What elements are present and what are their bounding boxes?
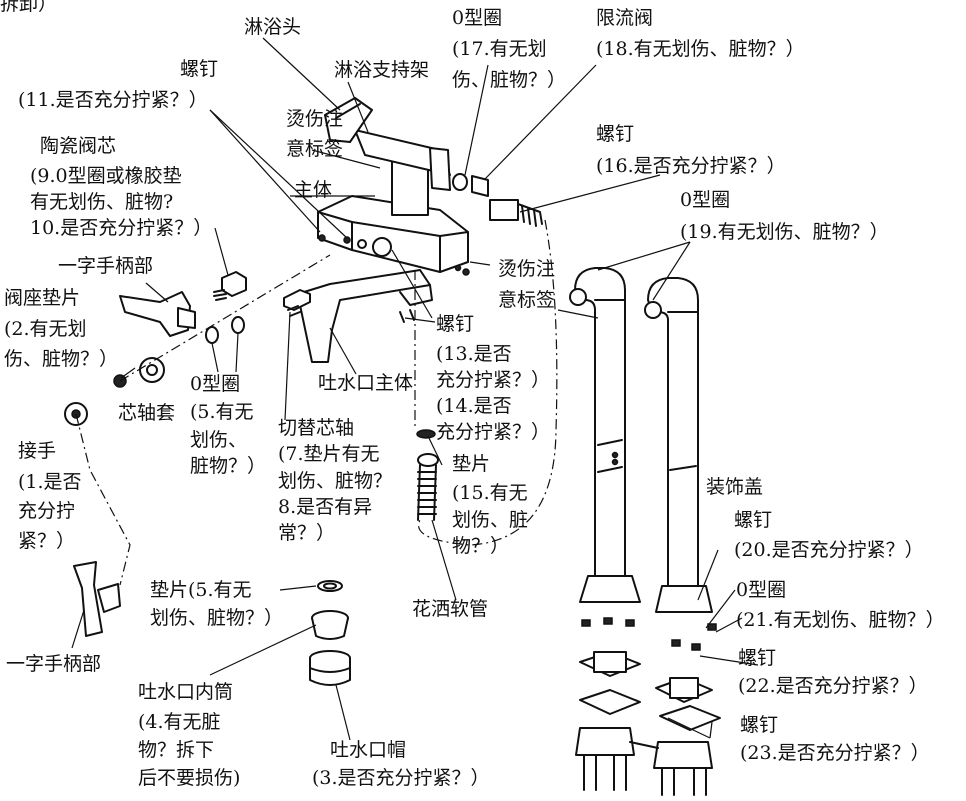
label-screw-c-n2: 充分拧紧？） xyxy=(436,369,550,391)
label-inner-tube: 吐水口内筒 xyxy=(138,681,233,703)
label-shower-bracket: 淋浴支持架 xyxy=(334,59,429,81)
main-body-drawing xyxy=(299,97,543,363)
label-gasket-b-n1: (15.有无 xyxy=(452,482,528,504)
label-joint-n2: 充分拧 xyxy=(18,500,75,522)
label-hose: 花洒软管 xyxy=(412,598,488,620)
label-spout-cap: 吐水口帽 xyxy=(330,739,406,761)
label-switch-n3: 8.是否有异 xyxy=(278,496,372,518)
label-oring-a-note1: (17.有无划 xyxy=(452,38,547,60)
leader-lines xyxy=(71,37,759,741)
label-shower-head: 淋浴头 xyxy=(244,16,301,38)
label-screw-c-n4: 充分拧紧？） xyxy=(436,421,550,443)
label-screw-c-n1: (13.是否 xyxy=(436,343,512,365)
label-inner-n3: 后不要损伤) xyxy=(138,767,240,789)
label-cover: 装饰盖 xyxy=(706,476,763,498)
label-screw-c-n3: (14.是否 xyxy=(436,395,512,417)
label-spindle-sleeve: 芯轴套 xyxy=(118,402,175,424)
label-screw-e: 螺钉 xyxy=(738,647,776,669)
label-gasket-b-n3: 物？） xyxy=(452,535,509,557)
label-main-body: 主体 xyxy=(294,179,332,201)
standing-pipes-drawing xyxy=(569,267,721,796)
label-oring-c-n3: 脏物？） xyxy=(190,455,266,477)
label-seat-n2: 伤、脏物？） xyxy=(4,348,118,370)
label-ceramic-n1: (9.0型圈或橡胶垫 xyxy=(30,165,182,187)
label-oring-b: 0型圈 xyxy=(680,189,730,211)
left-parts-drawing xyxy=(64,271,351,686)
label-switch-n1: (7.垫片有无 xyxy=(278,443,380,465)
label-top-cut: 拆卸） xyxy=(0,0,57,15)
label-burn-b1: 烫伤注 xyxy=(498,258,555,280)
label-spout-body: 吐水口主体 xyxy=(318,372,413,394)
label-seat-n1: (2.有无划 xyxy=(4,318,87,340)
label-inner-n2: 物？拆下 xyxy=(138,739,214,761)
label-screw-d: 螺钉 xyxy=(734,509,772,531)
label-burn-a1: 烫伤注 xyxy=(286,108,343,130)
shower-hose-drawing xyxy=(416,429,439,521)
label-screw-e-note: (22.是否充分拧紧？） xyxy=(738,675,928,697)
label-ceramic: 陶瓷阀芯 xyxy=(40,135,116,157)
label-flow-valve-note: (18.有无划伤、脏物？） xyxy=(596,38,805,60)
text-labels: 拆卸） 淋浴头 淋浴支持架 0型圈 (17.有无划 伤、脏物？） 限流阀 (18… xyxy=(0,0,945,789)
label-switch-spindle: 切替芯轴 xyxy=(278,417,354,439)
label-oring-c-n1: (5.有无 xyxy=(190,401,254,423)
label-oring-a: 0型圈 xyxy=(452,7,502,29)
label-ceramic-n3: 10.是否充分拧紧？） xyxy=(30,217,212,239)
label-gasket-c-n: 划伤、脏物？） xyxy=(150,607,283,629)
label-handle-bottom: 一字手柄部 xyxy=(6,653,101,675)
label-screw-b-note: (16.是否充分拧紧？） xyxy=(596,155,786,177)
label-screw-f: 螺钉 xyxy=(740,714,778,736)
label-gasket-b: 垫片 xyxy=(452,453,490,475)
label-flow-valve: 限流阀 xyxy=(596,7,653,29)
label-gasket-c: 垫片(5.有无 xyxy=(150,579,252,601)
label-burn-b2: 意标签 xyxy=(498,289,555,311)
label-seat-gasket: 阀座垫片 xyxy=(4,287,80,309)
label-screw-d-note: (20.是否充分拧紧？） xyxy=(734,539,924,561)
label-switch-n2: 划伤、脏物？ xyxy=(278,470,392,492)
label-oring-b-note: (19.有无划伤、脏物？） xyxy=(680,221,889,243)
label-oring-c-n2: 划伤、 xyxy=(190,429,247,451)
label-joint-n3: 紧？） xyxy=(18,530,75,552)
label-gasket-b-n2: 划伤、脏 xyxy=(452,509,528,531)
label-switch-n4: 常？） xyxy=(278,522,335,544)
label-handle-top: 一字手柄部 xyxy=(58,255,153,277)
label-inner-n1: (4.有无脏 xyxy=(138,711,221,733)
label-screw-f-note: (23.是否充分拧紧？） xyxy=(740,742,930,764)
label-oring-c: 0型圈 xyxy=(190,373,240,395)
label-oring-d-note: (21.有无划伤、脏物？） xyxy=(736,609,945,631)
label-spout-cap-note: (3.是否充分拧紧？） xyxy=(312,767,490,789)
label-screw-b: 螺钉 xyxy=(596,123,634,145)
label-screw-a: 螺钉 xyxy=(180,58,218,80)
label-burn-a2: 意标签 xyxy=(286,138,343,160)
label-oring-a-note2: 伤、脏物？） xyxy=(452,69,566,91)
label-screw-c: 螺钉 xyxy=(436,313,474,335)
label-joint: 接手 xyxy=(18,440,56,462)
label-joint-n1: (1.是否 xyxy=(18,471,82,493)
label-oring-d: 0型圈 xyxy=(736,579,786,601)
label-ceramic-n2: 有无划伤、脏物? xyxy=(30,191,173,213)
label-screw-a-note: (11.是否充分拧紧？） xyxy=(18,89,208,111)
